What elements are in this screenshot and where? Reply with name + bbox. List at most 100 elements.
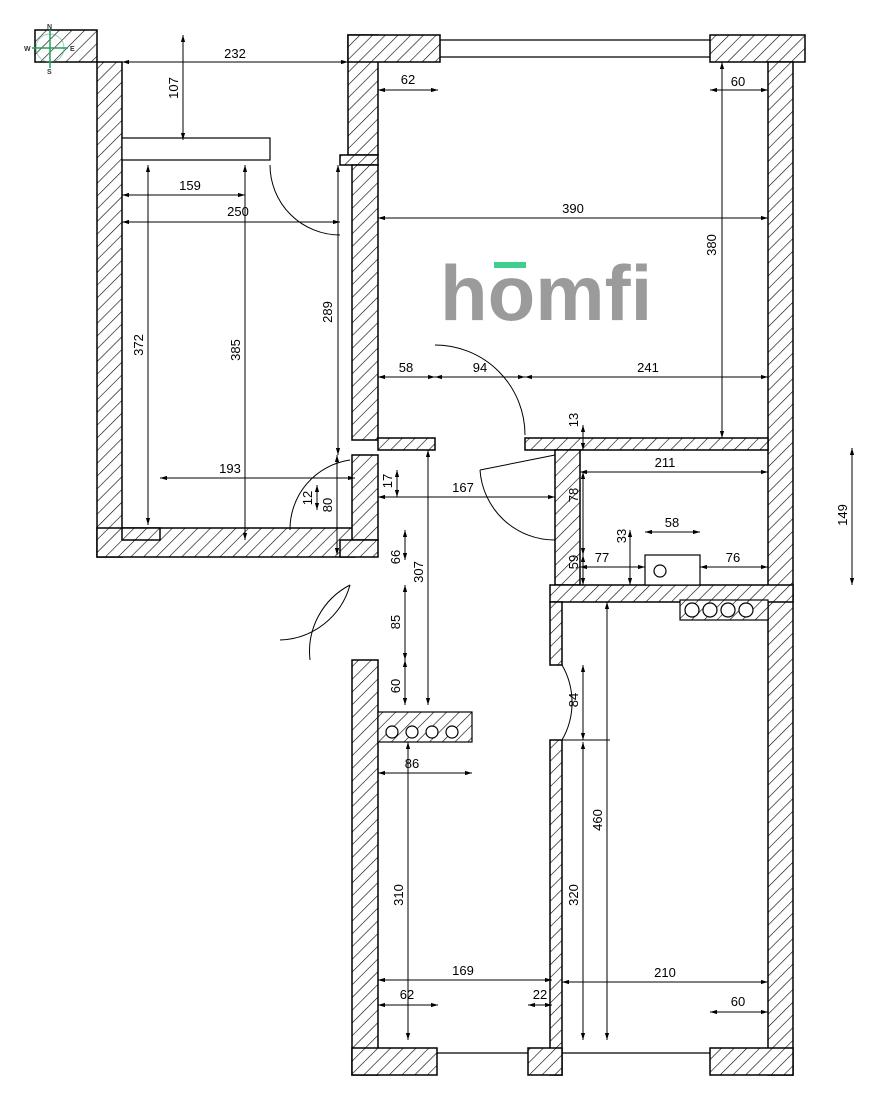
door-swing [561, 664, 573, 741]
dimension-label: 320 [566, 884, 581, 906]
wall [709, 1047, 794, 1076]
dimension: 310 [391, 742, 411, 1040]
wall [709, 34, 806, 63]
dimension-label: 17 [380, 474, 395, 488]
wall [34, 29, 98, 63]
dimension: 33 [614, 529, 633, 585]
wall [527, 1047, 563, 1076]
dimension: 62 [378, 72, 438, 93]
dimension-label: 107 [166, 77, 181, 99]
dimension-label: 80 [320, 498, 335, 512]
boiler-icon [653, 564, 667, 578]
dimension: 167 [378, 480, 555, 500]
wall [351, 659, 379, 1076]
dimension-label: 62 [400, 987, 414, 1002]
dimension: 107 [166, 35, 186, 140]
dimension-label: 22 [533, 987, 547, 1002]
dimension-label: 94 [473, 360, 487, 375]
dimension-label: 62 [401, 72, 415, 87]
compass-west: W [24, 46, 31, 53]
dimension: 59 [566, 555, 586, 585]
door-swing [434, 344, 526, 436]
vent-duct-icon [720, 602, 736, 618]
dimension-label: 85 [388, 615, 403, 629]
dimension: 85 [388, 585, 408, 660]
dimension: 380 [704, 62, 725, 438]
vent-duct-icon [738, 602, 754, 618]
dimension: 77 [580, 550, 645, 570]
dimension: 17 [380, 470, 400, 497]
dimension-label: 193 [219, 461, 241, 476]
fixtures [121, 39, 769, 1054]
wall [339, 539, 379, 558]
dimension: 13 [566, 413, 586, 450]
dimension-label: 232 [224, 46, 246, 61]
dimension: 60 [710, 74, 768, 93]
dimension: 289 [320, 165, 341, 455]
wall [351, 454, 379, 541]
dimension-label: 289 [320, 301, 335, 323]
compass-east: E [70, 46, 75, 53]
dimension-label: 167 [452, 480, 474, 495]
vent-duct-icon [385, 725, 399, 739]
dimension-label: 372 [131, 334, 146, 356]
dimension-label: 77 [595, 550, 609, 565]
dimension: 22 [528, 987, 552, 1008]
wall [549, 601, 563, 666]
dimension: 211 [580, 455, 768, 475]
dimension: 149 [835, 448, 855, 585]
dimension-label: 60 [731, 74, 745, 89]
vent-duct-icon [445, 725, 459, 739]
dimension: 86 [378, 756, 472, 776]
watermark-text: homfi [440, 249, 652, 337]
dimension: 210 [562, 965, 768, 985]
wall [339, 154, 379, 166]
dimension-label: 60 [731, 994, 745, 1009]
boiler-box [644, 554, 701, 586]
dimension-label: 385 [228, 339, 243, 361]
dimension-label: 76 [726, 550, 740, 565]
dimension: 232 [122, 46, 348, 65]
dimension: 460 [590, 602, 610, 1040]
wall [347, 34, 441, 63]
dimension: 94 [435, 360, 525, 380]
dimension: 390 [378, 201, 768, 221]
dimension-label: 211 [655, 455, 676, 470]
dimension-label: 460 [590, 809, 605, 831]
dimension: 241 [525, 360, 768, 380]
doors [269, 164, 610, 741]
dimension-label: 307 [411, 561, 426, 583]
dimension: 12 [300, 485, 320, 510]
dimension: 320 [566, 742, 586, 1040]
dimension-label: 86 [405, 756, 419, 771]
dimension-label: 66 [388, 550, 403, 564]
wall [549, 739, 563, 1076]
dimension: 159 [122, 178, 245, 198]
door-swing [309, 584, 351, 661]
dimension-label: 12 [300, 491, 315, 505]
dimension-label: 59 [566, 555, 581, 569]
wall [96, 61, 123, 558]
dimension-label: 60 [388, 679, 403, 693]
dimension-label: 84 [566, 693, 581, 707]
door-swing [269, 164, 341, 236]
dimension-label: 310 [391, 884, 406, 906]
dimension-label: 13 [566, 413, 581, 427]
dimension: 58 [378, 360, 435, 380]
vent-duct-icon [684, 602, 700, 618]
dimension-label: 58 [665, 515, 679, 530]
door-swing [279, 584, 351, 641]
compass-south: S [47, 69, 52, 76]
dimension: 66 [388, 530, 408, 564]
dimension-label: 250 [227, 204, 249, 219]
dimension-label: 241 [637, 360, 659, 375]
dimension: 84 [566, 665, 586, 740]
dimension-label: 149 [835, 504, 850, 526]
dimension: 250 [122, 204, 340, 225]
dimension: 60 [710, 994, 768, 1015]
walls [34, 29, 806, 1076]
vent-duct-icon [702, 602, 718, 618]
compass-north: N [47, 24, 52, 31]
